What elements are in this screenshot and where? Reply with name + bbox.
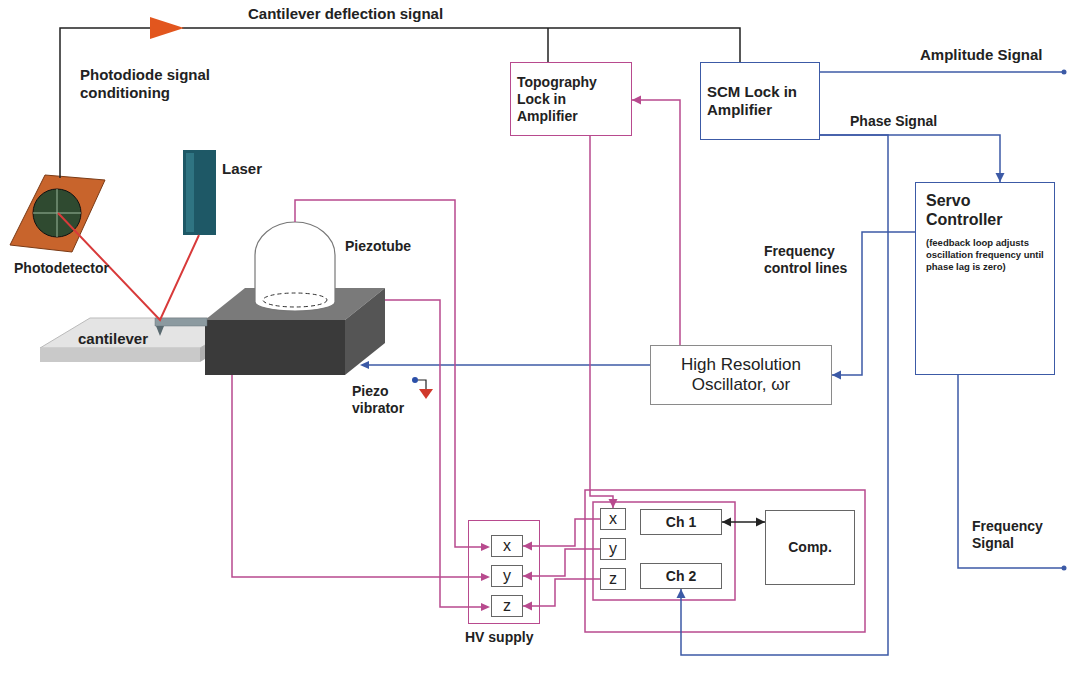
piezo-vibrator-side: [345, 288, 385, 375]
hv-wire: [232, 375, 482, 577]
arrowhead: [632, 96, 641, 105]
hv-supply-box: HV supplyxyz: [468, 520, 540, 624]
deflection-wire: [60, 28, 740, 178]
ground-wire: [418, 380, 426, 389]
channel-box: y: [491, 565, 523, 587]
channel-box: x: [600, 508, 626, 530]
channel-box: Ch 2: [640, 563, 722, 589]
connector-line: [632, 100, 680, 345]
box-title: z: [503, 597, 511, 615]
signal-label: Frequency Signal: [972, 518, 1052, 552]
box-title: Comp.: [770, 539, 850, 556]
part-label: cantilever: [78, 330, 154, 348]
connector: [590, 136, 618, 508]
lock-in-box: SCM Lock in Amplifier: [700, 62, 820, 140]
laser-highlight: [186, 153, 194, 232]
channel-box: x: [491, 535, 523, 557]
arrowhead: [523, 542, 532, 551]
box-title: x: [609, 510, 617, 528]
connector: [722, 518, 765, 527]
connector-label: Frequency control lines: [762, 243, 858, 277]
controller-outer-box: [585, 490, 865, 632]
connector: [632, 96, 680, 346]
channel-box: z: [491, 595, 523, 617]
box-title: y: [609, 540, 617, 558]
arrowhead: [609, 499, 618, 508]
box-title: SCM Lock in Amplifier: [707, 83, 813, 119]
lock-in-box: Topography Lock in Amplifier: [510, 62, 632, 136]
arrowhead: [523, 602, 532, 611]
frequency-wire: [958, 375, 1064, 568]
arrowhead: [481, 573, 490, 581]
channel-box: z: [600, 568, 626, 590]
signal-label: Amplitude Signal: [920, 46, 1060, 64]
box-title: High Resolution Oscillator, ωr: [657, 355, 825, 395]
output-terminal: [1062, 566, 1067, 571]
controller-inner-box: [593, 502, 735, 600]
part-label: Photodetector: [14, 260, 124, 277]
hv-wire: [295, 200, 482, 547]
arrowhead: [360, 361, 369, 369]
box-title: z: [609, 570, 617, 588]
connector-label: Phase Signal: [848, 113, 952, 130]
oscillator-box: High Resolution Oscillator, ωr: [650, 345, 832, 405]
box-title: Servo Controller: [926, 191, 1044, 229]
piezo-vibrator-front: [205, 320, 345, 375]
arrowhead: [481, 603, 490, 611]
part-label: Laser: [222, 160, 282, 178]
arrowhead: [722, 518, 731, 527]
cantilever-tip: [156, 326, 164, 336]
part-label: Piezotube: [345, 238, 425, 255]
cantilever-beam: [155, 318, 207, 326]
laser-body: [183, 150, 216, 235]
box-title: Topography Lock in Amplifier: [517, 74, 625, 125]
signal-amplifier-symbol: [150, 17, 184, 39]
arrowhead: [756, 518, 765, 527]
connector: [523, 549, 600, 581]
connector: [820, 135, 1005, 182]
arrowhead: [832, 371, 841, 380]
channel-box: y: [600, 538, 626, 560]
computer-box: Comp.: [765, 510, 855, 585]
servo-box: Servo Controller (feedback loop adjusts o…: [915, 182, 1055, 375]
arrowhead: [996, 173, 1005, 182]
box-note: (feedback loop adjusts oscillation frequ…: [926, 237, 1044, 273]
connector: [523, 579, 600, 611]
output-terminal: [1062, 70, 1067, 75]
drive-wire: [368, 364, 650, 366]
part-label: Piezo vibrator: [352, 383, 414, 417]
signal-label: Cantilever deflection signal: [248, 5, 518, 23]
channel-box: Ch 1: [640, 509, 722, 535]
connector-line: [523, 519, 600, 546]
box-title: x: [503, 537, 511, 555]
piezotube-base: [263, 293, 327, 307]
box-title: Ch 2: [645, 568, 717, 585]
arrowhead: [523, 572, 532, 581]
connector-line: [820, 135, 1000, 182]
connector-line: [523, 579, 600, 606]
sample-front: [40, 348, 200, 362]
connector-line: [523, 549, 600, 576]
amplitude-wire: [820, 71, 1064, 73]
arrowhead: [481, 543, 490, 551]
signal-label: Photodiode signal conditioning: [80, 66, 255, 102]
box-title: HV supply: [465, 629, 533, 646]
box-title: y: [503, 567, 511, 585]
connector: [523, 519, 600, 551]
connector-line: [590, 136, 613, 508]
box-title: Ch 1: [645, 514, 717, 531]
arrowhead: [677, 589, 686, 598]
ground-terminal: [412, 377, 418, 383]
piezotube-dome: [255, 222, 335, 311]
ground-symbol: [419, 389, 433, 399]
